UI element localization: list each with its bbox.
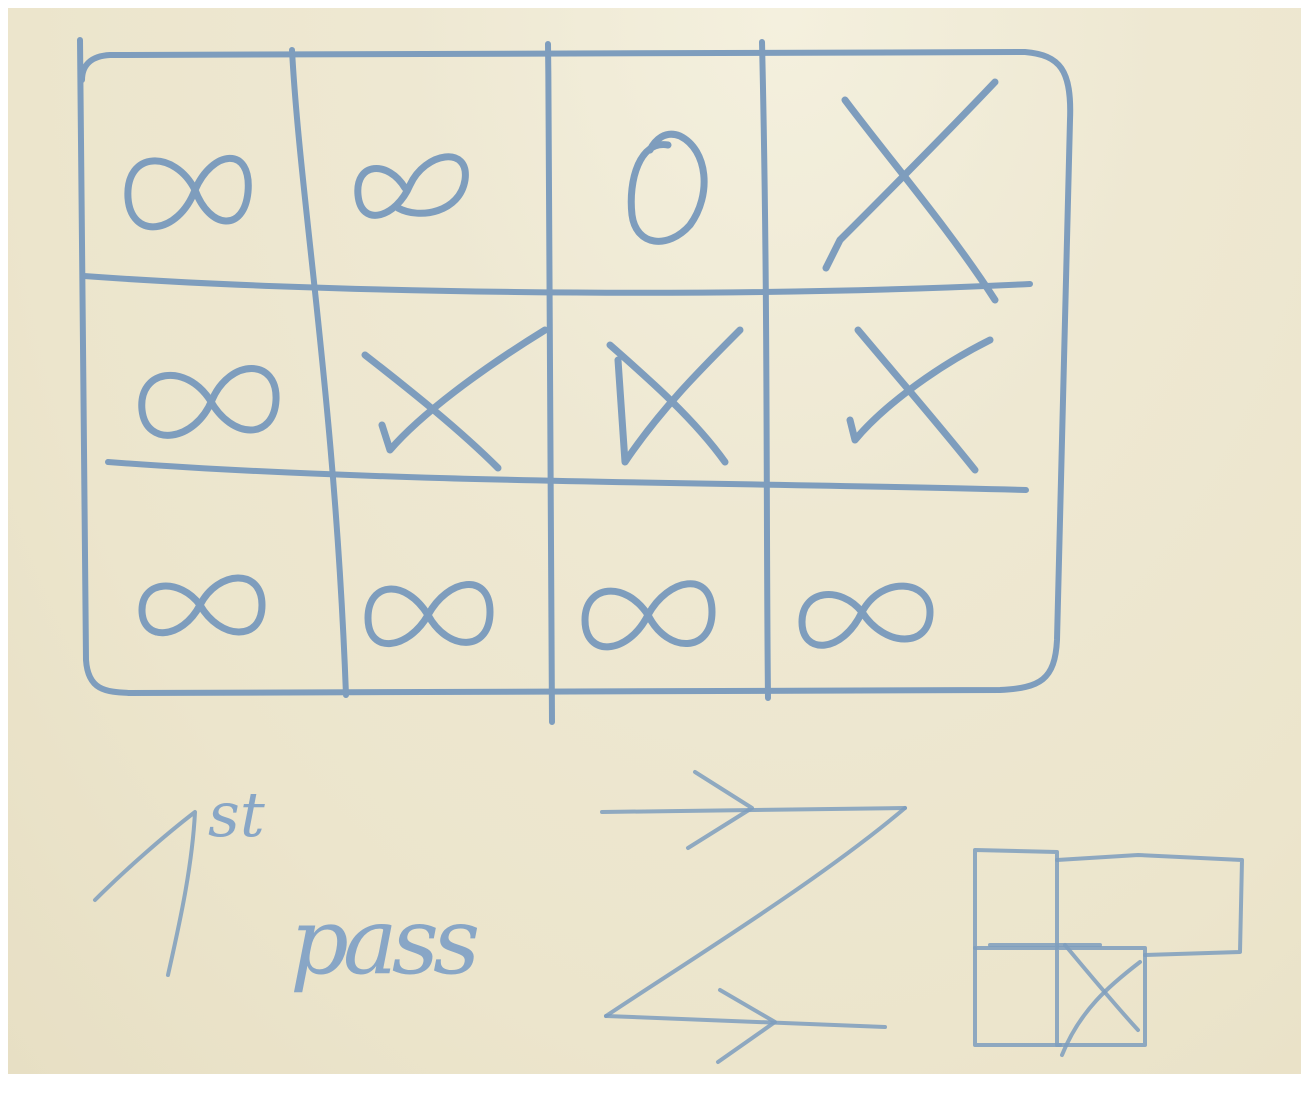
mini-grid-square-top-left (973, 848, 1059, 950)
arrow-bottom (604, 1014, 887, 1029)
x-mark (614, 326, 744, 466)
infinity-symbol (138, 365, 280, 439)
mini-grid-square-top-right (1055, 853, 1244, 957)
x-mark (854, 326, 979, 474)
grid-outline (77, 37, 1074, 696)
infinity-symbol (138, 574, 266, 637)
grid-divider-vertical-2 (545, 41, 556, 725)
mini-grid-square-bottom-center (1055, 946, 1147, 1047)
grid-divider-horizontal-2 (105, 459, 1029, 493)
mini-grid-x-mark (1060, 960, 1142, 1057)
grid-divider-vertical-1 (289, 47, 349, 698)
infinity-symbol (798, 582, 934, 649)
infinity-symbol (364, 581, 494, 648)
mini-grid-square-bottom-left (973, 946, 1062, 1047)
note-superscript: st (208, 778, 265, 851)
infinity-symbol (354, 153, 469, 219)
x-mark (822, 78, 999, 272)
arrow-bottom-head (716, 988, 777, 1064)
arrow-top (600, 806, 907, 814)
x-mark (846, 336, 994, 444)
note-word: pass (290, 888, 480, 995)
whiteboard-drawing (77, 37, 1244, 1064)
z-diagonal (604, 806, 907, 1018)
mini-grid-x-mark (1063, 943, 1140, 1032)
number-one (93, 810, 197, 977)
infinity-symbol (124, 154, 252, 231)
x-mark (841, 96, 999, 304)
arrow-top-head (686, 770, 754, 850)
infinity-symbol (581, 580, 716, 651)
x-mark (378, 326, 549, 454)
grid-divider-horizontal-1 (81, 273, 1033, 296)
grid-divider-vertical-3 (759, 39, 771, 701)
zero-symbol (627, 130, 708, 245)
whiteboard: 1 st pass (8, 8, 1301, 1074)
